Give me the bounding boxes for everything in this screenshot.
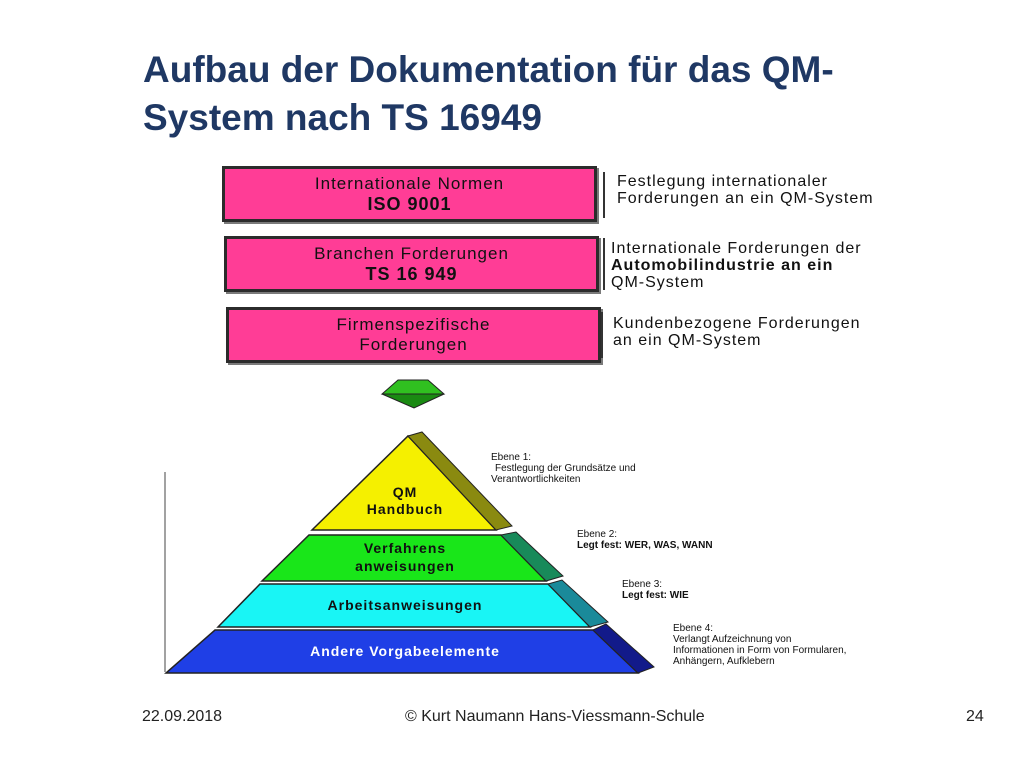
ebene-1-line2: Verantwortlichkeiten — [491, 474, 581, 485]
ebene-2-line1: Legt fest: WER, WAS, WANN — [577, 540, 713, 551]
desc-ts-line3: QM-System — [611, 274, 705, 291]
desc-firm-line1: Kundenbezogene Forderungen — [613, 315, 861, 332]
ebene-3-heading: Ebene 3: — [622, 579, 663, 590]
bracket-firm — [601, 312, 603, 358]
ebene-4-heading: Ebene 4: — [673, 623, 714, 634]
ebene-3-line1: Legt fest: WIE — [622, 590, 689, 601]
pyramid-level-3-side — [547, 579, 610, 628]
level-1-label-line1: QM — [393, 484, 418, 500]
desc-iso-line2: Forderungen an ein QM-System — [617, 190, 874, 207]
desc-iso-line1: Festlegung internationaler — [617, 173, 829, 190]
ebene-4-line1: Verlangt Aufzeichnung von — [673, 634, 792, 645]
box-iso-line2: ISO 9001 — [367, 194, 452, 214]
level-2-label-line2: anweisungen — [355, 558, 455, 574]
level-2-label-line1: Verfahrens — [364, 540, 446, 556]
ebene-2-heading: Ebene 2: — [577, 529, 618, 540]
box-firm-line1: Firmenspezifische — [336, 315, 491, 334]
ebene-4-line2: Informationen in Form von Formularen, — [673, 645, 847, 656]
desc-ts-line2: Automobilindustrie an ein — [611, 257, 834, 274]
box-iso-9001: Internationale Normen ISO 9001 — [222, 166, 597, 222]
ebene-3-annotation: Ebene 3: Legt fest: WIE — [622, 579, 689, 601]
desc-firm-line2: an ein QM-System — [613, 332, 762, 349]
slide-title: Aufbau der Dokumentation für das QM-Syst… — [143, 49, 834, 138]
box-ts-16949: Branchen Forderungen TS 16 949 — [224, 236, 599, 292]
desc-iso: Festlegung internationaler Forderungen a… — [617, 173, 874, 207]
bracket-iso — [603, 172, 605, 218]
level-4-label: Andere Vorgabeelemente — [310, 643, 500, 659]
level-3-label: Arbeitsanweisungen — [328, 597, 483, 613]
ebene-4-line3: Anhängern, Aufklebern — [673, 656, 775, 667]
down-arrow-icon — [380, 379, 446, 409]
pyramid-level-2-side — [499, 531, 564, 582]
footer-page-number: 24 — [966, 708, 984, 725]
ebene-1-heading: Ebene 1: — [491, 452, 532, 463]
ebene-1-annotation: Ebene 1: Festlegung der Grundsätze und V… — [491, 452, 636, 485]
desc-firm: Kundenbezogene Forderungen an ein QM-Sys… — [613, 315, 861, 349]
box-firmenspezifisch: Firmenspezifische Forderungen — [226, 307, 601, 363]
pyramid-level-1-side — [407, 431, 513, 531]
footer-date: 22.09.2018 — [142, 708, 223, 725]
ebene-2-annotation: Ebene 2: Legt fest: WER, WAS, WANN — [577, 529, 713, 551]
pyramid-level-4-side — [592, 623, 655, 674]
ebene-4-annotation: Ebene 4: Verlangt Aufzeichnung von Infor… — [673, 623, 846, 667]
desc-ts: Internationale Forderungen der Automobil… — [611, 240, 862, 291]
box-firm-line2: Forderungen — [359, 335, 468, 354]
footer-copyright: © Kurt Naumann Hans-Viessmann-Schule — [405, 708, 705, 725]
box-iso-line1: Internationale Normen — [314, 174, 505, 193]
box-ts-line1: Branchen Forderungen — [314, 244, 509, 263]
bracket-ts — [603, 238, 605, 290]
level-1-label-line2: Handbuch — [367, 501, 443, 517]
ebene-1-line1: Festlegung der Grundsätze und — [495, 463, 636, 474]
box-ts-line2: TS 16 949 — [365, 264, 458, 284]
desc-ts-line1: Internationale Forderungen der — [611, 240, 862, 257]
